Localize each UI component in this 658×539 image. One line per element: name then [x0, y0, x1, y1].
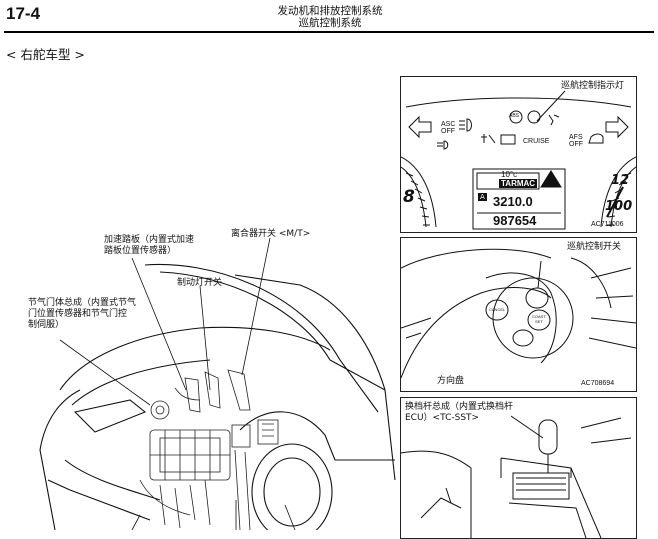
- shift-lever-label: 换档杆总成（内置式换档杆 ECU）<TC-SST>: [405, 402, 514, 423]
- lcd-trip-value: 3210.0: [493, 194, 533, 209]
- page-number: 17-4: [6, 4, 41, 23]
- shift-lever-illustration: [401, 415, 632, 538]
- shift-lever-panel: 换档杆总成（内置式换档杆 ECU）<TC-SST>: [400, 397, 637, 539]
- gauge-number-100: 100: [605, 199, 633, 214]
- steering-wheel-caption: 方向盘: [437, 376, 465, 386]
- lcd-odometer-value: 987654: [493, 213, 537, 228]
- throttle-body-label: 节气门体总成（内置式节气 门位置传感器和节气门控 制伺服）: [28, 298, 137, 330]
- brake-light-switch-label: 制动灯开关: [177, 278, 223, 288]
- instrument-cluster-illustration: [401, 90, 636, 230]
- abs-icon: ABS: [509, 113, 520, 119]
- lcd-temperature: 10°c: [501, 170, 518, 179]
- gauge-number-12: 12: [611, 173, 630, 188]
- steering-wheel-illustration: [401, 248, 636, 379]
- vehicle-engine-bay-illustration: [39, 237, 396, 530]
- cancel-button: CANCEL: [489, 307, 506, 312]
- figure-code-wheel: AC708694: [581, 380, 615, 387]
- page-subtitle: < 右舵车型 >: [6, 47, 85, 62]
- cruise-switch-label: 巡航控制开关: [567, 242, 622, 252]
- cruise-icon: CRUISE: [523, 138, 550, 145]
- subsection-title: 巡航控制系统: [298, 17, 362, 29]
- figure-code-cluster: AC711006: [591, 221, 624, 228]
- lcd-road-condition: TARMAC: [499, 179, 538, 188]
- gauge-number-8: 8: [403, 187, 415, 207]
- section-title: 发动机和排放控制系统: [277, 5, 383, 17]
- header-rule: [4, 31, 654, 33]
- cruise-indicator-label: 巡航控制指示灯: [561, 81, 625, 91]
- accelerator-pedal-label: 加速踏板（内置式加速 踏板位置传感器）: [104, 235, 195, 256]
- lcd-trip-indicator: A: [478, 193, 487, 201]
- clutch-switch-label: 离合器开关 <M/T>: [231, 229, 311, 239]
